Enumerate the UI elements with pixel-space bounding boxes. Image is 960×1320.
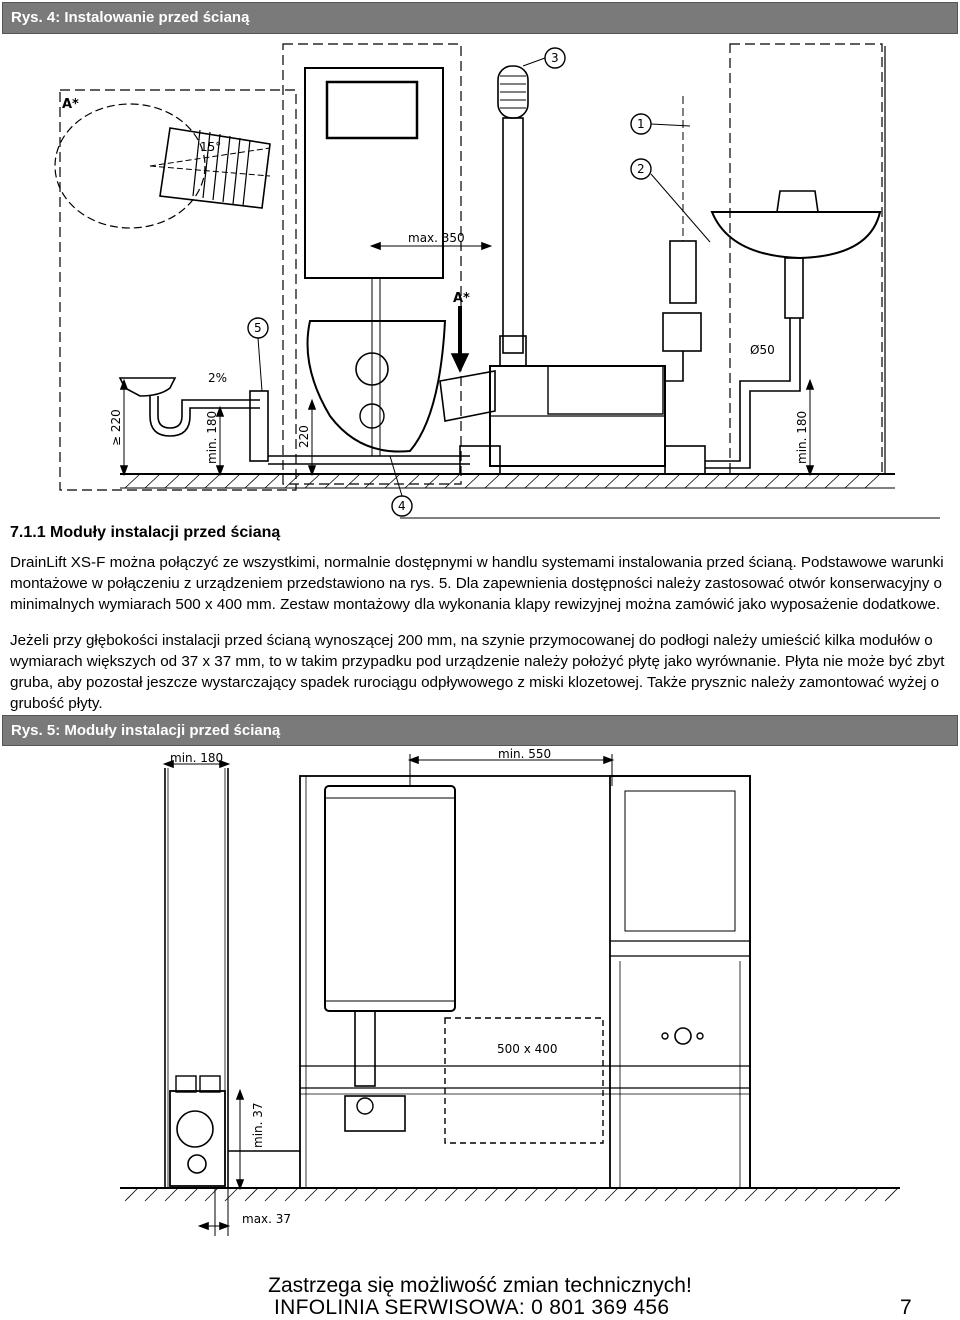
detail-a-circle bbox=[54, 103, 206, 229]
label-min-37: min. 37 bbox=[251, 1102, 265, 1148]
footer-hotline: INFOLINIA SERWISOWA: 0 801 369 456 bbox=[274, 1296, 670, 1319]
label-a-star-detail: A* bbox=[62, 97, 79, 112]
label-ge-220: ≥ 220 bbox=[109, 409, 123, 446]
section-heading: 7.1.1 Moduły instalacji przed ścianą bbox=[10, 524, 281, 541]
left-sink bbox=[118, 377, 177, 397]
right-module-frame bbox=[609, 775, 751, 1189]
detail-a-fitting bbox=[159, 127, 271, 209]
figure-4-caption-text: Rys. 4: Instalowanie przed ścianą bbox=[11, 9, 250, 26]
callout-3-number: 3 bbox=[551, 51, 559, 65]
label-max-37: max. 37 bbox=[242, 1212, 291, 1226]
figure-5-drawing: min. 180 min. 550 500 x 400 min. 37 max.… bbox=[120, 747, 900, 1236]
wc-tank bbox=[304, 67, 444, 279]
label-diam-50: Ø50 bbox=[750, 343, 775, 357]
label-angle: 15° bbox=[200, 140, 221, 154]
figure-5-caption-text: Rys. 5: Moduły instalacji przed ścianą bbox=[11, 722, 281, 739]
callout-5-number: 5 bbox=[254, 321, 262, 335]
washbasin bbox=[710, 211, 882, 260]
callout-4-number: 4 bbox=[398, 499, 406, 513]
pump-module bbox=[169, 1090, 226, 1187]
left-dashed-frame bbox=[59, 89, 297, 491]
callout-2 bbox=[630, 158, 652, 180]
label-slope: 2% bbox=[208, 371, 227, 385]
label-220: 220 bbox=[297, 425, 311, 448]
page-number: 7 bbox=[900, 1296, 912, 1319]
label-min-180-right: min. 180 bbox=[795, 411, 809, 464]
paragraph-2: Jeżeli przy głębokości instalacji przed … bbox=[10, 632, 945, 712]
figure-4-caption: Rys. 4: Instalowanie przed ścianą bbox=[2, 2, 958, 34]
right-dashed-frame bbox=[729, 43, 883, 475]
label-min-550: min. 550 bbox=[498, 747, 551, 761]
floor-hatching bbox=[124, 1187, 899, 1202]
label-min-180: min. 180 bbox=[170, 751, 223, 765]
label-a-star-arrow: A* bbox=[453, 291, 470, 306]
label-max-350: max. 350 bbox=[408, 231, 465, 245]
check-valve bbox=[662, 312, 702, 352]
revision-opening bbox=[444, 1017, 604, 1144]
wc-dashed-frame bbox=[282, 43, 462, 485]
paragraph-1: DrainLift XS-F można połączyć ze wszystk… bbox=[10, 554, 944, 613]
callout-2-number: 2 bbox=[637, 162, 645, 176]
central-tank bbox=[324, 785, 456, 1012]
label-500x400: 500 x 400 bbox=[497, 1042, 558, 1056]
callout-1-number: 1 bbox=[637, 117, 645, 131]
footer-note: Zastrzega się możliwość zmian techniczny… bbox=[268, 1274, 692, 1297]
figure-5-caption: Rys. 5: Moduły instalacji przed ścianą bbox=[2, 715, 958, 746]
central-module-frame bbox=[299, 775, 751, 1189]
floor-hatching bbox=[124, 473, 881, 489]
wc-bowl bbox=[306, 320, 447, 453]
figure-4-drawing: A* 15° max. 350 A* 2% Ø50 ≥ 220 min. 180… bbox=[54, 43, 940, 519]
inlet-pipe bbox=[669, 240, 697, 304]
label-min-180-left: min. 180 bbox=[205, 411, 219, 464]
vent-pipe bbox=[502, 117, 524, 354]
faucet bbox=[776, 190, 819, 213]
